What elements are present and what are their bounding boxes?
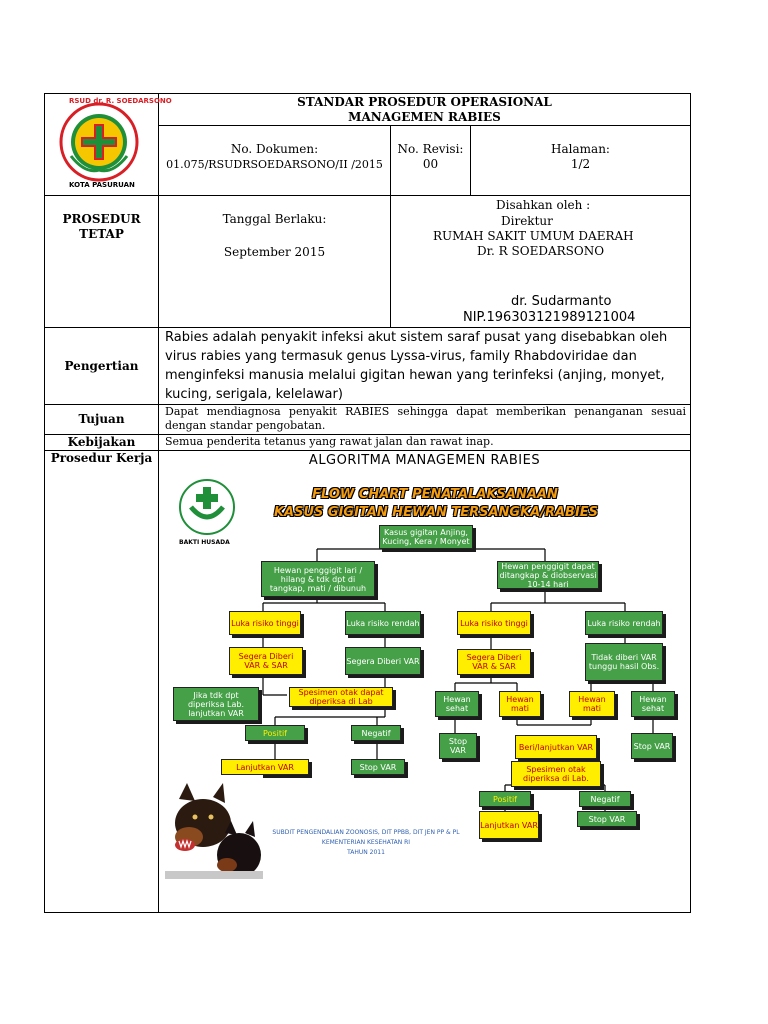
- logo-text-bottom: KOTA PASURUAN: [69, 178, 135, 193]
- flow-luka-tinggi-left: Luka risiko tinggi: [229, 611, 301, 635]
- flow-stop-var-left: Stop VAR: [351, 759, 405, 775]
- flow-beri-lanjutkan: Beri/lanjutkan VAR: [515, 735, 597, 759]
- flow-root-box: Kasus gigitan Anjing, Kucing, Kera / Mon…: [379, 525, 473, 549]
- title-line-2: MANAGEMEN RABIES: [159, 110, 690, 125]
- signer-nip: NIP.196303121989121004: [463, 310, 635, 325]
- flow-spesimen-left: Spesimen otak dapat diperiksa di Lab: [289, 687, 393, 707]
- flow-lanjutkan-var-right: Lanjutkan VAR: [479, 811, 539, 839]
- flow-hewan-mati-1: Hewan mati: [499, 691, 541, 717]
- credit-line-3: TAHUN 2011: [261, 849, 471, 857]
- flow-left-branch: Hewan penggigit lari / hilang & tdk dpt …: [261, 561, 375, 597]
- algoritma-title: ALGORITMA MANAGEMEN RABIES: [159, 453, 690, 468]
- flow-hewan-sehat-1: Hewan sehat: [435, 691, 479, 717]
- bakti-husada-logo: [177, 477, 237, 537]
- prosedur-kerja-cell: ALGORITMA MANAGEMEN RABIES: [159, 451, 691, 913]
- tujuan-text: Dapat mendiagnosa penyakit RABIES sehing…: [159, 405, 691, 435]
- disahkan-line-4: Dr. R SOEDARSONO: [477, 244, 604, 259]
- hospital-logo-cell: RSUD dr. R. SOEDARSONO KOTA PASURUAN: [45, 94, 159, 196]
- tujuan-label: Tujuan: [45, 405, 159, 435]
- flow-right-branch: Hewan penggigit dapat ditangkap & diobse…: [497, 561, 599, 589]
- flow-luka-rendah-left: Luka risiko rendah: [345, 611, 421, 635]
- logo-text-top: RSUD dr. R. SOEDARSONO: [69, 94, 172, 109]
- sop-document: RSUD dr. R. SOEDARSONO KOTA PASURUAN STA…: [44, 93, 690, 921]
- signer-name: dr. Sudarmanto: [511, 294, 611, 309]
- flow-stop-var-right: Stop VAR: [577, 811, 637, 827]
- flow-segera-var-left: Segera Diberi VAR: [345, 647, 421, 675]
- flow-segera-var-sar-left: Segera Diberi VAR & SAR: [229, 647, 303, 675]
- no-dokumen-label: No. Dokumen:: [159, 142, 390, 157]
- prosedur-tetap-label: PROSEDUR TETAP: [45, 196, 159, 328]
- disahkan-line-3: RUMAH SAKIT UMUM DAERAH: [433, 229, 634, 244]
- document-title: STANDAR PROSEDUR OPERASIONAL MANAGEMEN R…: [159, 94, 691, 126]
- disahkan-cell: Disahkan oleh : Direktur RUMAH SAKIT UMU…: [391, 196, 691, 328]
- flow-tidak-diberi-var: Tidak diberi VAR tunggu hasil Obs.: [585, 643, 663, 681]
- prosedur-label-line-2: TETAP: [45, 227, 158, 242]
- kebijakan-label: Kebijakan: [45, 435, 159, 451]
- flow-segera-var-sar-right: Segera Diberi VAR & SAR: [457, 649, 531, 675]
- flow-positif-right: Positif: [479, 791, 531, 807]
- algoritma-area: ALGORITMA MANAGEMEN RABIES: [159, 451, 690, 896]
- no-revisi-label: No. Revisi:: [391, 142, 470, 157]
- flowchart-banner-line-1: FLOW CHART PENATALAKSANAAN: [305, 487, 565, 502]
- no-revisi-value: 00: [391, 157, 470, 172]
- disahkan-line-1: Disahkan oleh :: [496, 198, 590, 213]
- credit-line-2: KEMENTERIAN KESEHATAN RI: [261, 839, 471, 847]
- dog-illustration: [165, 775, 263, 879]
- halaman-label: Halaman:: [471, 142, 690, 157]
- prosedur-kerja-label: Prosedur Kerja: [45, 451, 159, 913]
- no-revisi-cell: No. Revisi: 00: [391, 126, 471, 196]
- flowchart: BAKTI HUSADA FLOW CHART PENATALAKSANAAN …: [165, 469, 683, 889]
- tanggal-berlaku-value: September 2015: [159, 245, 390, 260]
- halaman-value: 1/2: [471, 157, 690, 172]
- sop-table: RSUD dr. R. SOEDARSONO KOTA PASURUAN STA…: [44, 93, 691, 913]
- tanggal-berlaku-cell: Tanggal Berlaku: September 2015: [159, 196, 391, 328]
- flow-lanjutkan-var-left: Lanjutkan VAR: [221, 759, 309, 775]
- flow-luka-rendah-right: Luka risiko rendah: [585, 611, 663, 635]
- flow-hewan-mati-2: Hewan mati: [569, 691, 615, 717]
- flow-spesimen-right: Spesimen otak diperiksa di Lab.: [511, 761, 601, 787]
- flowchart-banner-line-2: KASUS GIGITAN HEWAN TERSANGKA/RABIES: [261, 505, 611, 520]
- bakti-husada-label: BAKTI HUSADA: [179, 535, 230, 550]
- flow-jika-tdk: Jika tdk dpt diperiksa Lab. lanjutkan VA…: [173, 687, 259, 721]
- title-line-1: STANDAR PROSEDUR OPERASIONAL: [159, 95, 690, 110]
- disahkan-line-2: Direktur: [501, 214, 553, 229]
- flow-negatif-right: Negatif: [579, 791, 631, 807]
- pengertian-label: Pengertian: [45, 328, 159, 405]
- flow-negatif-left: Negatif: [351, 725, 401, 741]
- no-dokumen-cell: No. Dokumen: 01.075/RSUDRSOEDARSONO/II /…: [159, 126, 391, 196]
- kebijakan-text: Semua penderita tetanus yang rawat jalan…: [159, 435, 691, 451]
- flow-stop-var-2: Stop VAR: [631, 733, 673, 759]
- halaman-cell: Halaman: 1/2: [471, 126, 691, 196]
- pengertian-text: Rabies adalah penyakit infeksi akut sist…: [159, 328, 691, 405]
- credit-line-1: SUBDIT PENGENDALIAN ZOONOSIS, DIT PPBB, …: [261, 829, 471, 837]
- flow-luka-tinggi-right: Luka risiko tinggi: [457, 611, 531, 635]
- flow-stop-var-1: Stop VAR: [439, 733, 477, 759]
- flow-hewan-sehat-2: Hewan sehat: [631, 691, 675, 717]
- flow-positif-left: Positif: [245, 725, 305, 741]
- no-dokumen-value: 01.075/RSUDRSOEDARSONO/II /2015: [159, 157, 390, 172]
- prosedur-label-line-1: PROSEDUR: [45, 212, 158, 227]
- tanggal-berlaku-label: Tanggal Berlaku:: [159, 212, 390, 227]
